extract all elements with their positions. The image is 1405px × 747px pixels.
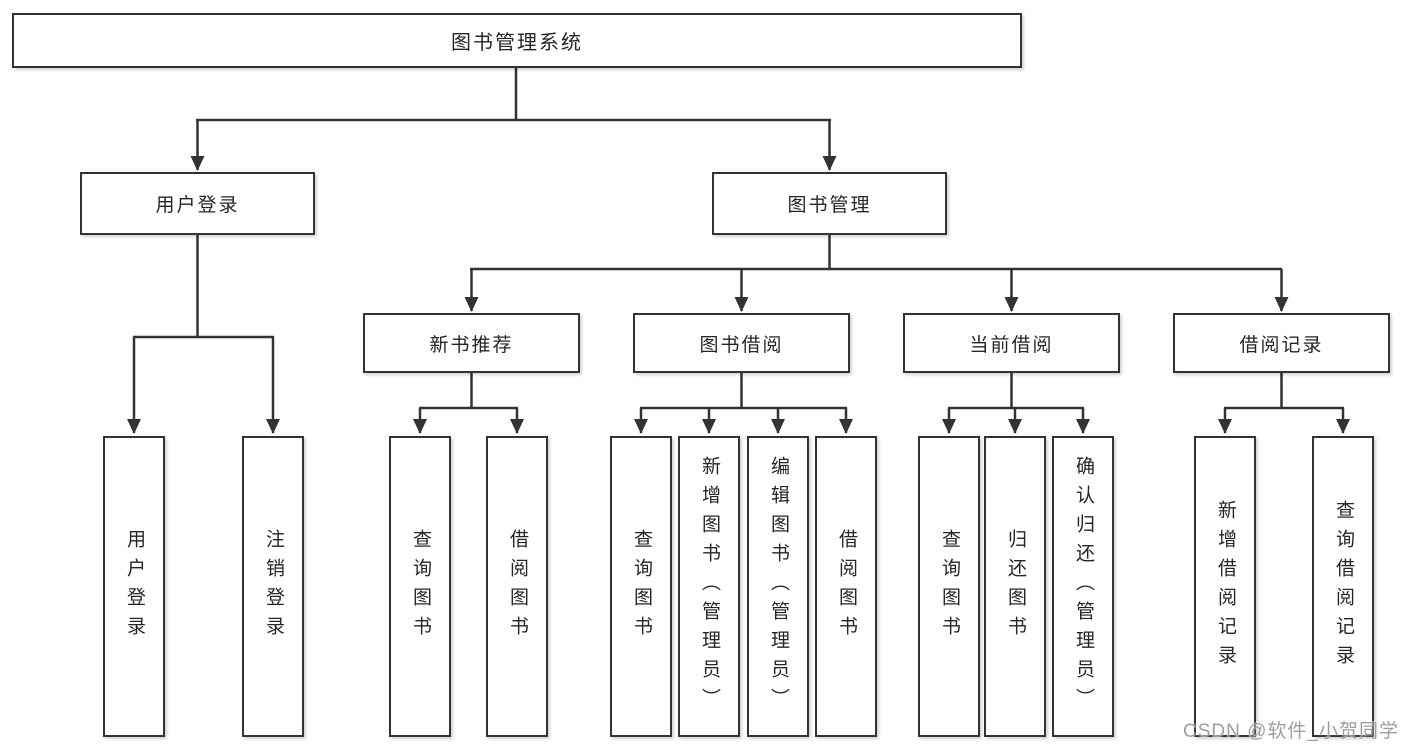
leaf-user-login: 用户登录 <box>103 436 165 737</box>
node-library-management-system: 图书管理系统 <box>12 13 1022 68</box>
leaf-edit-book-admin: 编辑图书（管理员） <box>747 436 809 737</box>
leaf-query-books-current: 查询图书 <box>918 436 980 737</box>
leaf-query-books-recommend: 查询图书 <box>389 436 451 737</box>
csdn-watermark: CSDN @软件_小贺同学 <box>1183 721 1399 742</box>
leaf-logout: 注销登录 <box>242 436 304 737</box>
leaf-confirm-return-admin: 确认归还（管理员） <box>1052 436 1114 737</box>
node-borrowing-records: 借阅记录 <box>1173 313 1390 373</box>
leaf-return-book: 归还图书 <box>984 436 1046 737</box>
node-user-login: 用户登录 <box>80 172 315 235</box>
leaf-query-borrow-record: 查询借阅记录 <box>1312 436 1374 737</box>
node-current-borrowing: 当前借阅 <box>903 313 1120 373</box>
node-book-management: 图书管理 <box>712 172 947 235</box>
node-new-book-recommend: 新书推荐 <box>363 313 580 373</box>
leaf-borrow-books-borrowing: 借阅图书 <box>815 436 877 737</box>
leaf-query-books-borrowing: 查询图书 <box>610 436 672 737</box>
node-book-borrowing: 图书借阅 <box>633 313 850 373</box>
leaf-add-borrow-record: 新增借阅记录 <box>1194 436 1256 737</box>
leaf-borrow-books-recommend: 借阅图书 <box>486 436 548 737</box>
leaf-add-book-admin: 新增图书（管理员） <box>678 436 740 737</box>
